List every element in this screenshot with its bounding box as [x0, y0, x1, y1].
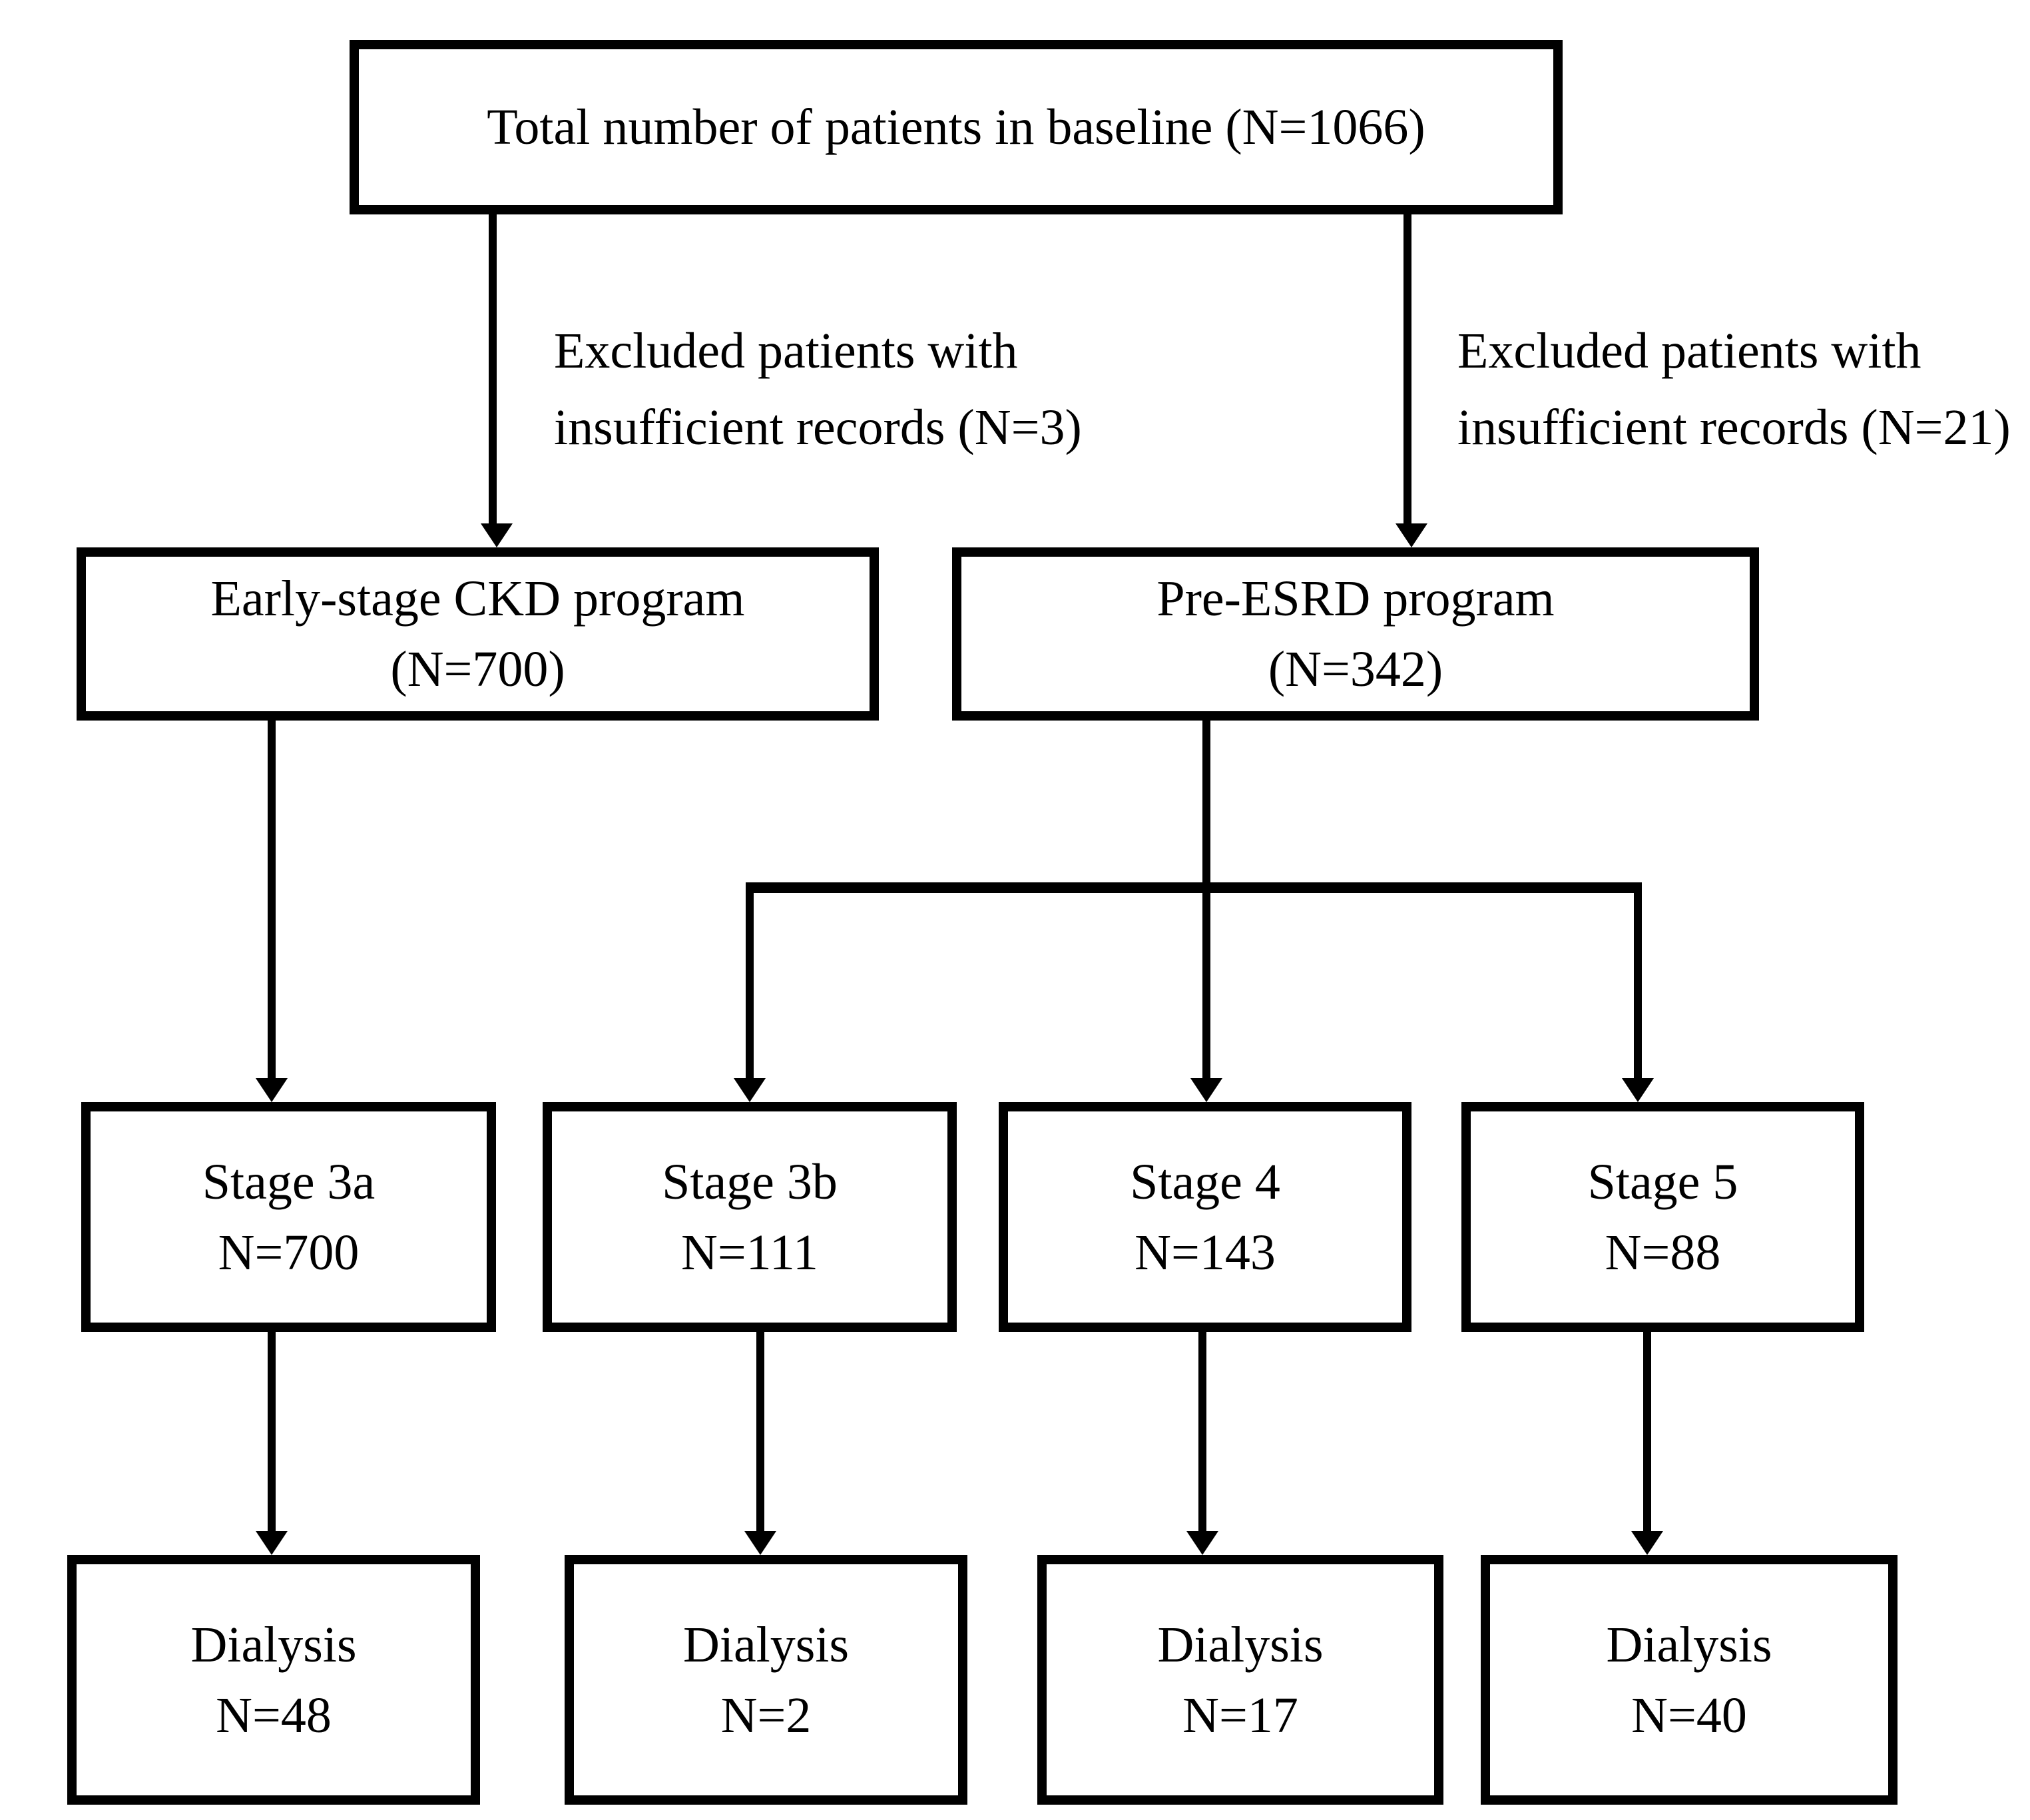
- dialysis-3-n: N=17: [1182, 1687, 1298, 1743]
- pre-esrd-program-n: (N=342): [1268, 641, 1443, 697]
- connector-stage-3b-to-dialysis: [756, 1332, 764, 1534]
- arrow-down-head-stage-4: [1190, 1078, 1222, 1102]
- arrow-down-head-dialysis-4: [1631, 1531, 1663, 1555]
- arrow-down-head-dialysis-2: [744, 1531, 776, 1555]
- branch-horizontal-line: [746, 882, 1642, 893]
- exclusion-note-left: Excluded patients with insufficient reco…: [554, 313, 1082, 466]
- dialysis-4-name: Dialysis: [1606, 1616, 1772, 1673]
- dialysis-2-n: N=2: [720, 1687, 812, 1743]
- arrow-down-head-pre-esrd: [1396, 523, 1427, 547]
- total-baseline-label: Total number of patients in baseline (N=…: [487, 99, 1425, 155]
- arrow-down-head-stage-3a: [256, 1078, 288, 1102]
- exclusion-note-right: Excluded patients with insufficient reco…: [1457, 313, 2011, 466]
- dialysis-4-n: N=40: [1631, 1687, 1747, 1743]
- arrow-down-head-stage-3b: [734, 1078, 766, 1102]
- arrow-down-head-stage-5: [1622, 1078, 1654, 1102]
- connector-stage-4-to-dialysis: [1198, 1332, 1206, 1534]
- stage-3a-n: N=700: [218, 1224, 360, 1281]
- pre-esrd-program-name: Pre-ESRD program: [1156, 571, 1555, 627]
- arrow-down-head-early-ckd: [481, 523, 513, 547]
- connector-stage-5-to-dialysis: [1643, 1332, 1651, 1534]
- stage-3a-box: Stage 3a N=700: [81, 1102, 496, 1332]
- connector-branch-to-stage-3b: [746, 889, 754, 1081]
- stage-4-box: Stage 4 N=143: [999, 1102, 1411, 1332]
- connector-root-to-early-ckd: [489, 214, 497, 526]
- connector-branch-to-stage-5: [1634, 889, 1642, 1081]
- total-baseline-box: Total number of patients in baseline (N=…: [350, 40, 1563, 214]
- dialysis-1-name: Dialysis: [190, 1616, 357, 1673]
- stage-4-name: Stage 4: [1130, 1153, 1280, 1210]
- dialysis-box-stage-3b: Dialysis N=2: [565, 1555, 967, 1805]
- early-ckd-program-box: Early-stage CKD program (N=700): [77, 547, 879, 721]
- stage-4-n: N=143: [1135, 1224, 1276, 1281]
- early-ckd-program-n: (N=700): [390, 641, 565, 697]
- stage-3b-n: N=111: [680, 1224, 819, 1281]
- stage-5-n: N=88: [1605, 1224, 1721, 1281]
- connector-stage-3a-to-dialysis: [268, 1332, 276, 1534]
- arrow-down-head-dialysis-1: [256, 1531, 288, 1555]
- stage-3b-name: Stage 3b: [662, 1153, 838, 1210]
- connector-root-to-pre-esrd: [1403, 214, 1411, 526]
- exclusion-note-right-line1: Excluded patients with: [1457, 323, 1921, 379]
- arrow-down-head-dialysis-3: [1186, 1531, 1218, 1555]
- dialysis-3-name: Dialysis: [1157, 1616, 1324, 1673]
- stage-5-name: Stage 5: [1587, 1153, 1738, 1210]
- stage-3a-name: Stage 3a: [202, 1153, 376, 1210]
- connector-pre-esrd-to-stage-4: [1202, 721, 1210, 1081]
- dialysis-box-stage-4: Dialysis N=17: [1037, 1555, 1443, 1805]
- stage-5-box: Stage 5 N=88: [1461, 1102, 1864, 1332]
- dialysis-box-stage-5: Dialysis N=40: [1481, 1555, 1898, 1805]
- exclusion-note-left-line1: Excluded patients with: [554, 323, 1018, 379]
- stage-3b-box: Stage 3b N=111: [543, 1102, 957, 1332]
- pre-esrd-program-box: Pre-ESRD program (N=342): [952, 547, 1759, 721]
- dialysis-2-name: Dialysis: [682, 1616, 850, 1673]
- early-ckd-program-name: Early-stage CKD program: [210, 571, 745, 627]
- connector-early-to-stage-3a: [268, 721, 276, 1081]
- exclusion-note-right-line2: insufficient records (N=21): [1457, 400, 2011, 455]
- dialysis-1-n: N=48: [216, 1687, 332, 1743]
- exclusion-note-left-line2: insufficient records (N=3): [554, 400, 1082, 455]
- dialysis-box-stage-3a: Dialysis N=48: [67, 1555, 480, 1805]
